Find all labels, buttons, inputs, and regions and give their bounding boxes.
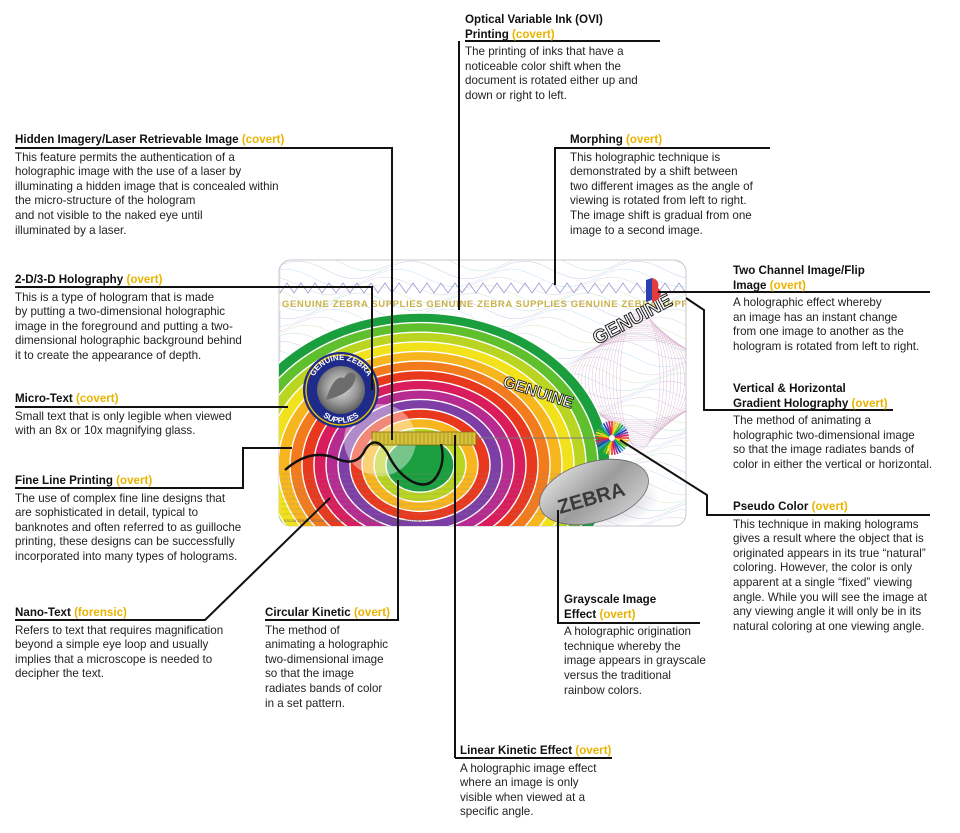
guilloche-ring	[591, 325, 686, 435]
callout-body: This feature permits the authentication …	[15, 150, 279, 237]
callout-circular-kinetic: Circular Kinetic (overt) The method of a…	[265, 606, 415, 711]
guilloche-line	[279, 260, 686, 272]
starburst-center	[609, 435, 615, 441]
leader-gradient	[685, 297, 893, 411]
callout-title: Nano-Text (forensic)	[15, 606, 127, 619]
callout-hidden-imagery: Hidden Imagery/Laser Retrievable Image (…	[15, 133, 385, 238]
seal-text-bottom: SUPPLIES	[322, 410, 361, 425]
grayscale-zebra-image: ZEBRA	[536, 458, 660, 526]
callout-title: Hidden Imagery/Laser Retrievable Image (…	[15, 133, 285, 146]
guilloche-ring	[598, 321, 682, 439]
callout-body: Refers to text that requires magnificati…	[15, 623, 224, 681]
guilloche-ring	[595, 323, 685, 437]
callout-title: 2-D/3-D Holography (overt)	[15, 273, 163, 286]
callout-title: Grayscale Image Effect (overt)	[564, 593, 657, 621]
leader-grayscale	[557, 510, 700, 624]
guilloche-ring	[605, 317, 675, 443]
flip-image-logo	[646, 278, 661, 302]
leader-morphing	[554, 147, 770, 285]
guilloche-ring	[609, 315, 671, 445]
zebra-seal: GENUINE ZEBRA SUPPLIES	[303, 352, 379, 428]
guilloche-ring	[612, 313, 668, 447]
linear-kinetic-bar	[371, 431, 602, 446]
guilloche-ring	[588, 327, 686, 433]
leader-pseudo	[619, 439, 930, 516]
rainbow-arcs	[279, 312, 611, 526]
callout-micro-text: Micro-Text (covert) Small text that is o…	[15, 392, 285, 439]
callout-title: Circular Kinetic (overt)	[265, 606, 391, 619]
callout-2d3d-holography: 2-D/3-D Holography (overt) This is a typ…	[15, 273, 285, 364]
callout-fine-line: Fine Line Printing (overt) The use of co…	[15, 474, 285, 565]
callout-nano-text: Nano-Text (forensic) Refers to text that…	[15, 606, 255, 682]
callout-title: Morphing (overt)	[570, 133, 663, 146]
guilloche-line	[279, 276, 686, 296]
callout-ovi: Optical Variable Ink (OVI) Printing (cov…	[465, 13, 685, 104]
callout-body: The use of complex fine line designs tha…	[15, 491, 242, 563]
leader-fineline	[15, 447, 292, 489]
callout-pseudo-color: Pseudo Color (overt) This technique in m…	[733, 500, 948, 634]
callout-title: Linear Kinetic Effect (overt)	[460, 744, 612, 757]
leader-lines	[15, 40, 930, 759]
leader-circular	[265, 480, 399, 621]
guilloche-line	[279, 300, 686, 320]
callout-body: This is a type of hologram that is made …	[15, 290, 242, 362]
guilloche-line	[279, 260, 686, 280]
callout-linear-kinetic: Linear Kinetic Effect (overt) A holograp…	[460, 744, 650, 820]
guilloche-ring	[602, 319, 678, 441]
callout-body: The printing of inks that have a noticea…	[465, 45, 638, 102]
callout-grayscale: Grayscale Image Effect (overt) A hologra…	[564, 593, 724, 698]
leader-2d3d	[15, 286, 373, 390]
microtext-sample: ESCAN ZEBRA SECURE DOCUMENTS GLOBAL PROT…	[284, 519, 426, 523]
guilloche-ring	[584, 329, 686, 431]
guilloche-line	[279, 284, 686, 304]
callout-title: Fine Line Printing (overt)	[15, 474, 153, 487]
leader-nanotext	[15, 497, 331, 621]
callout-morphing: Morphing (overt) This holographic techni…	[570, 133, 780, 238]
callout-title: Optical Variable Ink (OVI) Printing (cov…	[465, 13, 603, 41]
callout-gradient-holography: Vertical & Horizontal Gradient Holograph…	[733, 382, 953, 473]
callout-body: A holographic image effect where an imag…	[460, 761, 597, 819]
guilloche-line	[279, 292, 686, 312]
guilloche-ring	[619, 309, 661, 451]
callout-body: This holographic technique is demonstrat…	[570, 150, 753, 237]
zigzag-band	[279, 282, 686, 294]
callout-title: Two Channel Image/Flip Image (overt)	[733, 264, 865, 292]
callout-body: This technique in making holograms gives…	[733, 517, 927, 633]
callout-body: A holographic effect whereby an image ha…	[733, 296, 920, 353]
callout-body: Small text that is only legible when vie…	[15, 409, 232, 438]
rainbow-outline	[284, 441, 444, 486]
callout-title: Micro-Text (covert)	[15, 392, 119, 405]
card-banner-text: GENUINE ZEBRA SUPPLIES GENUINE ZEBRA SUP…	[282, 299, 726, 310]
id-card: GENUINE ZEBRA SUPPLIES GENUINE ZEBRA SUP…	[278, 259, 726, 527]
leader-hidden	[15, 147, 393, 440]
callout-body: The method of animating a holographic tw…	[265, 623, 389, 710]
callout-title: Vertical & Horizontal Gradient Holograph…	[733, 382, 888, 410]
callout-body: A holographic origination technique wher…	[564, 625, 706, 697]
callout-title: Pseudo Color (overt)	[733, 500, 848, 513]
guilloche-ring	[581, 331, 686, 429]
callout-two-channel: Two Channel Image/Flip Image (overt) A h…	[733, 264, 948, 355]
callout-body: The method of animating a holographic tw…	[733, 414, 933, 471]
guilloche-ring	[616, 311, 664, 449]
